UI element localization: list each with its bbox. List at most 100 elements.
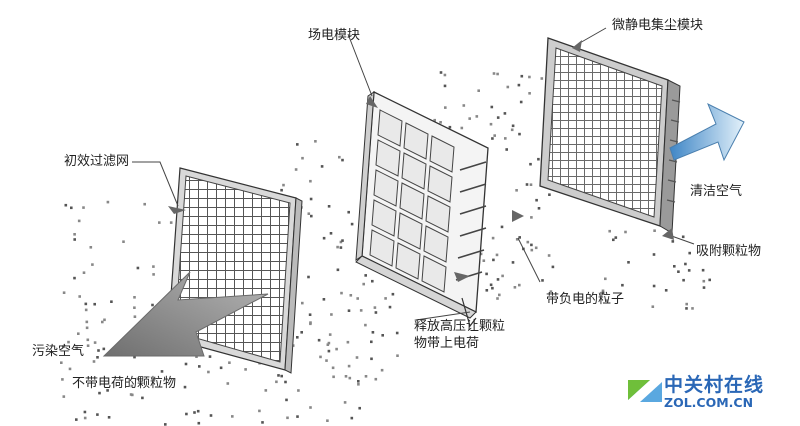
particle-dot [78,295,81,298]
particle-dot [347,309,351,312]
particle-dot [357,383,360,386]
label-uncharged-particles: 不带电荷的颗粒物 [72,376,177,391]
particle-dot [604,277,607,281]
particle-dot [350,222,354,226]
collector-module-panel [539,37,681,234]
particle-dot [183,385,187,389]
particle-dot [328,333,332,336]
electrode-cell [395,242,421,280]
particle-dot [528,92,531,95]
particle-dot [336,268,340,272]
label-adsorbed-particles: 吸附颗粒物 [696,244,762,259]
particle-dot [529,183,533,186]
particle-dot [91,263,94,266]
particle-dot [73,238,76,241]
particle-dot [605,299,609,302]
particle-dot [164,423,167,426]
particle-dot [300,331,303,334]
particle-dot [322,236,326,240]
particle-dot [490,105,494,109]
particle-dot [330,313,333,316]
particle-dot [73,276,76,280]
electrode-cell [399,182,425,220]
particle-dot [327,205,331,208]
particle-dot [277,374,280,377]
particle-dot [374,377,378,381]
particle-dot [530,248,534,252]
particle-dot [85,320,89,324]
particle-dot [93,341,97,344]
particle-dot [496,278,500,281]
particle-dot [506,85,510,89]
particle-dot [612,238,615,242]
particle-dot [551,265,555,269]
particle-dot [547,254,551,257]
particle-dot [505,148,508,151]
zol-logo-mark [628,372,662,410]
particle-dot [500,225,504,229]
particle-dot [62,345,65,348]
particle-dot [96,356,99,359]
particle-dot [325,359,328,362]
particle-dot [296,336,299,339]
particle-dot [541,279,544,282]
particle-dot [373,306,377,309]
particle-dot [280,374,283,378]
particle-dot [346,340,350,344]
particle-dot [335,347,338,351]
particle-dot [653,229,656,232]
particle-dot [535,198,538,202]
particle-dot [106,200,110,204]
particle-dot [97,349,100,352]
particle-dot [708,278,711,282]
particle-dot [349,294,353,297]
particle-dot [61,378,64,381]
particle-dot [681,235,685,239]
particle-dot [518,283,521,287]
particle-dot [671,240,675,243]
particle-dot [537,157,540,161]
label-charged-particles: 带负电的粒子 [546,292,625,307]
particle-dot [284,380,287,384]
particle-dot [485,289,489,292]
particle-dot [343,401,347,404]
particle-dot [496,72,499,76]
particle-dot [381,334,384,337]
electrode-cell [377,109,403,147]
particle-dot [193,411,196,414]
particle-dot [540,77,544,80]
particle-dot [151,303,154,307]
particle-dot [391,292,395,296]
particle-dot [185,412,188,416]
particle-dot [517,83,521,87]
particle-dot [339,246,343,249]
particle-dot [444,106,447,109]
particle-dot [685,307,688,310]
particle-dot [82,271,86,274]
particle-dot [687,269,691,272]
particle-dot [336,245,339,249]
particle-dot [332,375,335,379]
electrode-cell [371,199,397,237]
particle-dot [70,206,73,210]
particle-dot [122,240,125,243]
particle-dot [482,259,486,262]
electrode-cell [423,225,449,263]
particle-dot [362,282,365,286]
particle-dot [462,104,466,107]
particle-dot [296,415,299,418]
particle-dot [327,349,331,353]
particle-dot [77,332,80,335]
particle-dot [184,362,188,366]
particle-dot [475,115,479,118]
particle-dot [525,183,529,186]
particle-dot [307,275,310,279]
particle-dot [515,238,519,241]
particle-dot [493,134,496,137]
particle-dot [320,165,324,168]
particle-dot [244,368,247,371]
particle-dot [688,251,691,255]
label-collector-module: 微静电集尘模块 [612,18,704,33]
particle-dot [310,214,313,218]
particle-dot [196,409,200,413]
